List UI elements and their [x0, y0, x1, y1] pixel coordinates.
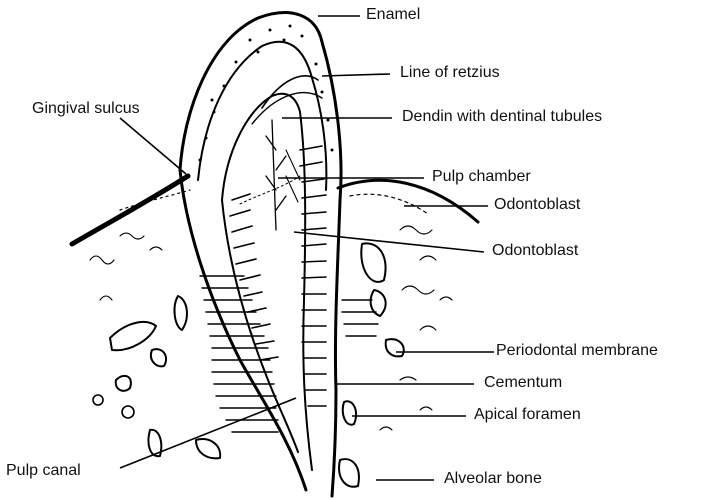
label-gingival-sulcus: Gingival sulcus: [32, 100, 140, 118]
label-cementum: Cementum: [484, 374, 562, 392]
leader-lines: [120, 16, 494, 480]
label-enamel: Enamel: [366, 6, 420, 24]
tooth-outline-left-root: [180, 170, 306, 490]
label-odontoblast-1: Odontoblast: [494, 196, 580, 214]
label-periodontal-membrane: Periodontal membrane: [496, 342, 658, 360]
label-alveolar-bone: Alveolar bone: [444, 470, 542, 488]
bone-hatching: [200, 276, 378, 432]
label-pulp-chamber: Pulp chamber: [432, 168, 531, 186]
label-odontoblast-2: Odontoblast: [492, 242, 578, 260]
label-apical-foramen: Apical foramen: [474, 406, 581, 424]
gum-line-right: [338, 180, 478, 222]
label-pulp-canal: Pulp canal: [6, 462, 81, 480]
label-line-of-retzius: Line of retzius: [400, 64, 500, 82]
enamel-inner: [198, 42, 326, 190]
leader-gingival-sulcus: [120, 118, 186, 174]
leader-odontoblast-2: [294, 232, 484, 252]
label-dendin: Dendin with dentinal tubules: [402, 108, 602, 126]
tooth-outline: [180, 13, 341, 496]
leader-line-of-retzius: [322, 74, 390, 76]
